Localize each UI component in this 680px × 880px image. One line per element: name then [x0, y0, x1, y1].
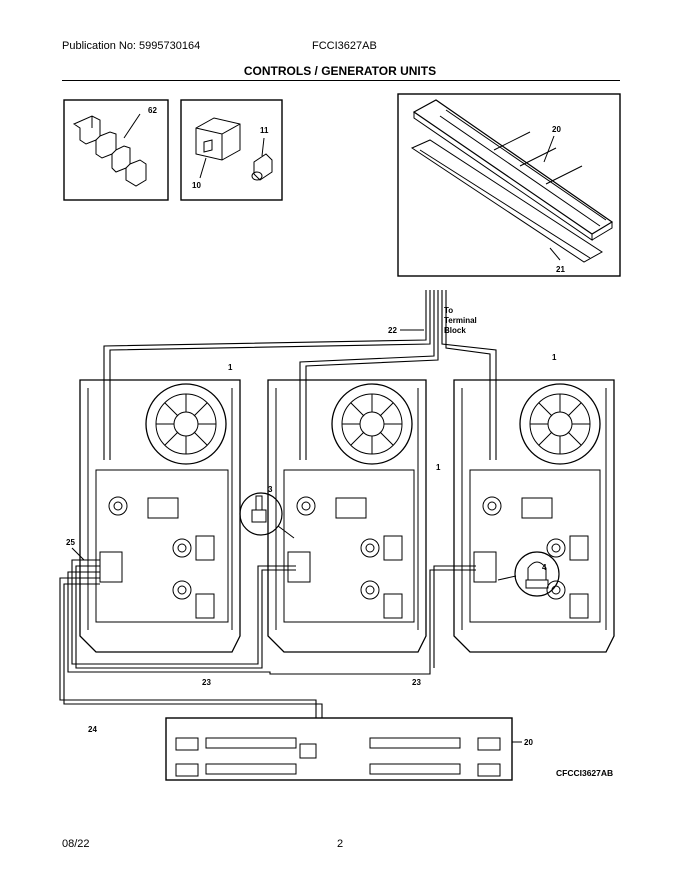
part-62-box — [63, 99, 169, 201]
callout-10: 10 — [192, 181, 201, 190]
generator-unit-3 — [453, 379, 615, 653]
terminal-note-line-3: Block — [444, 326, 466, 335]
title-divider — [62, 80, 620, 81]
callout-1-left: 1 — [228, 363, 233, 372]
part-20-21-box — [397, 93, 621, 277]
power-board-20 — [165, 717, 522, 781]
callout-25: 25 — [66, 538, 75, 547]
footer-page-number: 2 — [337, 838, 344, 850]
model-number: FCCI3627AB — [312, 40, 377, 52]
generator-unit-2 — [267, 379, 427, 653]
publication-number: Publication No: 5995730164 — [62, 40, 201, 52]
terminal-note-line-2: Terminal — [444, 316, 477, 325]
callout-21: 21 — [556, 265, 565, 274]
callout-1-middle: 1 — [436, 463, 441, 472]
harness-22 — [103, 290, 497, 460]
callout-62: 62 — [148, 106, 157, 115]
callout-23-right: 23 — [412, 678, 421, 687]
harness-23-24-25 — [59, 547, 476, 718]
callout-11: 11 — [260, 126, 269, 135]
terminal-note-line-1: To — [444, 306, 453, 315]
callout-22: 22 — [388, 326, 397, 335]
callout-20: 20 — [552, 125, 561, 134]
callout-20-power-board: 20 — [524, 738, 533, 747]
part-4-detail — [497, 551, 560, 597]
callout-23-left: 23 — [202, 678, 211, 687]
callout-24: 24 — [88, 725, 97, 734]
diagram-code: CFCCI3627AB — [556, 768, 614, 778]
callout-4: 4 — [542, 563, 547, 572]
page-title: CONTROLS / GENERATOR UNITS — [243, 64, 437, 78]
callout-1-right: 1 — [552, 353, 557, 362]
footer-date: 08/22 — [62, 838, 90, 850]
generator-unit-1 — [79, 379, 241, 653]
part-3-detail — [239, 492, 295, 539]
part-10-11-box — [180, 99, 283, 201]
callout-3: 3 — [268, 485, 273, 494]
